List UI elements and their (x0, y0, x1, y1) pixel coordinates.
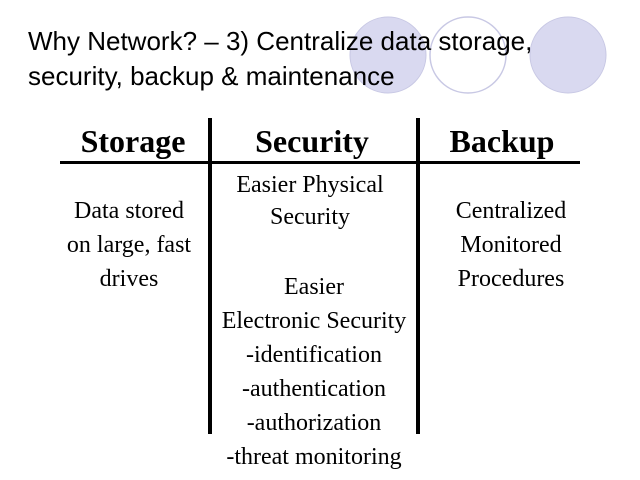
storage-line: Data stored (74, 198, 184, 224)
security-electronic-line: Easier (284, 274, 344, 300)
backup-line: Monitored (460, 232, 562, 258)
security-electronic-line: Electronic Security (221, 308, 407, 334)
storage-description: Data stored on large, fast drives (48, 194, 210, 296)
security-electronic: Easier Electronic Security -identificati… (196, 270, 432, 474)
security-physical-line: Security (270, 204, 350, 230)
deco-circle (429, 16, 507, 94)
deco-circle (529, 16, 607, 94)
backup-line: Procedures (457, 266, 565, 292)
column-divider-right (416, 118, 420, 434)
column-divider-left (208, 118, 212, 434)
security-electronic-line: -authorization (246, 410, 382, 436)
deco-circle (349, 16, 427, 94)
slide-title-line-1: Why Network? – 3) Centralize data storag… (28, 26, 533, 56)
security-physical: Easier Physical Security (208, 169, 412, 233)
decorative-circles (349, 16, 607, 94)
backup-heading: Backup (449, 123, 555, 159)
security-electronic-line: -threat monitoring (226, 444, 402, 470)
slide-title: Why Network? – 3) Centralize data storag… (28, 24, 628, 94)
security-electronic-line: -identification (246, 342, 382, 368)
slide-title-line-2: security, backup & maintenance (28, 61, 395, 91)
security-heading: Security (255, 123, 369, 159)
header-underline (60, 161, 580, 164)
security-electronic-line: -authentication (242, 376, 386, 402)
storage-line: drives (99, 266, 159, 292)
backup-line: Centralized (455, 198, 567, 224)
backup-description: Centralized Monitored Procedures (426, 194, 596, 296)
security-physical-line: Easier Physical (236, 172, 384, 198)
storage-heading: Storage (80, 123, 186, 159)
storage-line: on large, fast (66, 232, 192, 258)
